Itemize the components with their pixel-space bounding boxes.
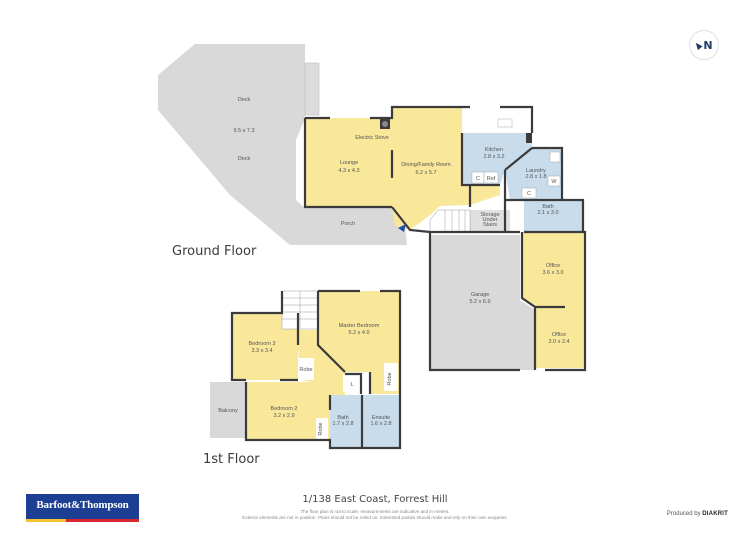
label-dining-size: 6.2 x 5.7 (415, 170, 436, 176)
room-bedroom-2 (246, 382, 330, 440)
produced-by-prefix: Produced by (666, 511, 701, 517)
entry-arrow-icon (398, 224, 406, 232)
label-storage-3: Stairs (483, 222, 497, 228)
deck-area (158, 44, 407, 245)
label-office-2-size: 3.0 x 2.4 (548, 339, 569, 345)
label-kitchen-size: 2.8 x 3.2 (483, 154, 504, 160)
first-floor-title: 1st Floor (203, 452, 260, 467)
label-master-bedroom: Master Bedroom (339, 323, 380, 329)
balcony-area (210, 382, 246, 438)
label-washer: W (551, 179, 557, 185)
room-office-2 (535, 307, 585, 368)
label-bedroom-2: Bedroom 2 (271, 406, 298, 412)
label-lounge: Lounge (340, 160, 358, 166)
label-office-2: Office (552, 332, 566, 338)
label-bedroom-3-size: 3.3 x 3.4 (251, 348, 272, 354)
label-laundry: Laundry (526, 168, 546, 174)
room-lounge (305, 118, 392, 207)
label-bedroom-3: Bedroom 3 (249, 341, 276, 347)
logo-text: Barfoot&Thompson (36, 499, 129, 511)
north-compass: N (689, 30, 719, 60)
room-dining (392, 107, 500, 230)
label-ensuite-size: 1.6 x 2.8 (370, 421, 391, 427)
label-deck-2: Deck (238, 156, 251, 162)
label-master-bedroom-size: 5.2 x 4.0 (348, 330, 369, 336)
label-bath-ground: Bath (542, 204, 553, 210)
logo-stripe-red (66, 519, 139, 522)
compass-label: N (703, 38, 713, 52)
label-robe-3: Robe (318, 422, 324, 435)
logo-stripe-yellow (26, 519, 66, 522)
label-bath-first-size: 1.7 x 2.8 (332, 421, 353, 427)
label-kitchen: Kitchen (485, 147, 503, 153)
label-robe-2: Robe (387, 372, 393, 385)
brand-logo: Barfoot&Thompson (26, 494, 139, 522)
label-balcony: Balcony (218, 408, 238, 414)
label-storage-2: Under (483, 217, 498, 223)
label-laundry-size: 2.8 x 1.8 (525, 174, 546, 180)
label-deck-size: 9.5 x 7.3 (233, 128, 254, 134)
label-fridge: Ref (487, 176, 496, 182)
label-office-1-size: 3.6 x 3.0 (542, 270, 563, 276)
label-electric-stove: Electric Stove (355, 135, 389, 141)
ground-floor-title: Ground Floor (172, 244, 257, 259)
produced-by-brand: DIAKRIT (702, 511, 728, 517)
room-office-1 (522, 232, 585, 307)
label-linen: L (350, 382, 353, 388)
label-garage-size: 5.2 x 6.9 (469, 299, 490, 305)
room-bedroom-3 (232, 313, 298, 380)
room-master-bedroom (318, 291, 400, 394)
label-bath-ground-size: 2.1 x 3.0 (537, 210, 558, 216)
label-bedroom-2-size: 3.2 x 2.9 (273, 413, 294, 419)
property-address: 1/138 East Coast, Forrest Hill (302, 494, 448, 505)
label-deck: Deck (238, 97, 251, 103)
north-arrow-icon (693, 40, 703, 50)
label-storage-1: Storage (480, 212, 499, 218)
label-lounge-size: 4.3 x 4.3 (338, 168, 359, 174)
room-garage (430, 235, 535, 370)
label-garage: Garage (471, 292, 489, 298)
ground-floor-plan: Deck 9.5 x 7.3 Deck Lounge 4.3 x 4.3 Ele… (158, 44, 587, 372)
room-bath-first (330, 395, 362, 448)
produced-by: Produced by DIAKRIT (667, 511, 728, 517)
disclaimer-line-2: Exterior elements are not in position. P… (242, 515, 508, 520)
label-ensuite: Ensuite (372, 415, 390, 421)
label-laundry-cupboard: C (527, 191, 531, 197)
room-bath-ground (524, 200, 583, 232)
label-bath-first: Bath (337, 415, 348, 421)
label-office-1: Office (546, 263, 560, 269)
room-laundry (505, 148, 562, 200)
label-porch: Porch (341, 221, 355, 227)
disclaimer-line-1: The floor plan is not to scale; measurem… (300, 509, 450, 514)
room-ensuite (362, 395, 400, 448)
label-dining: Dining/Family Room (401, 162, 451, 168)
label-cupboard: C (476, 176, 480, 182)
storage-under-stairs (470, 210, 510, 232)
label-robe-1: Robe (299, 367, 312, 373)
first-floor-plan: Master Bedroom 5.2 x 4.0 Bedroom 3 3.3 x… (210, 289, 402, 450)
